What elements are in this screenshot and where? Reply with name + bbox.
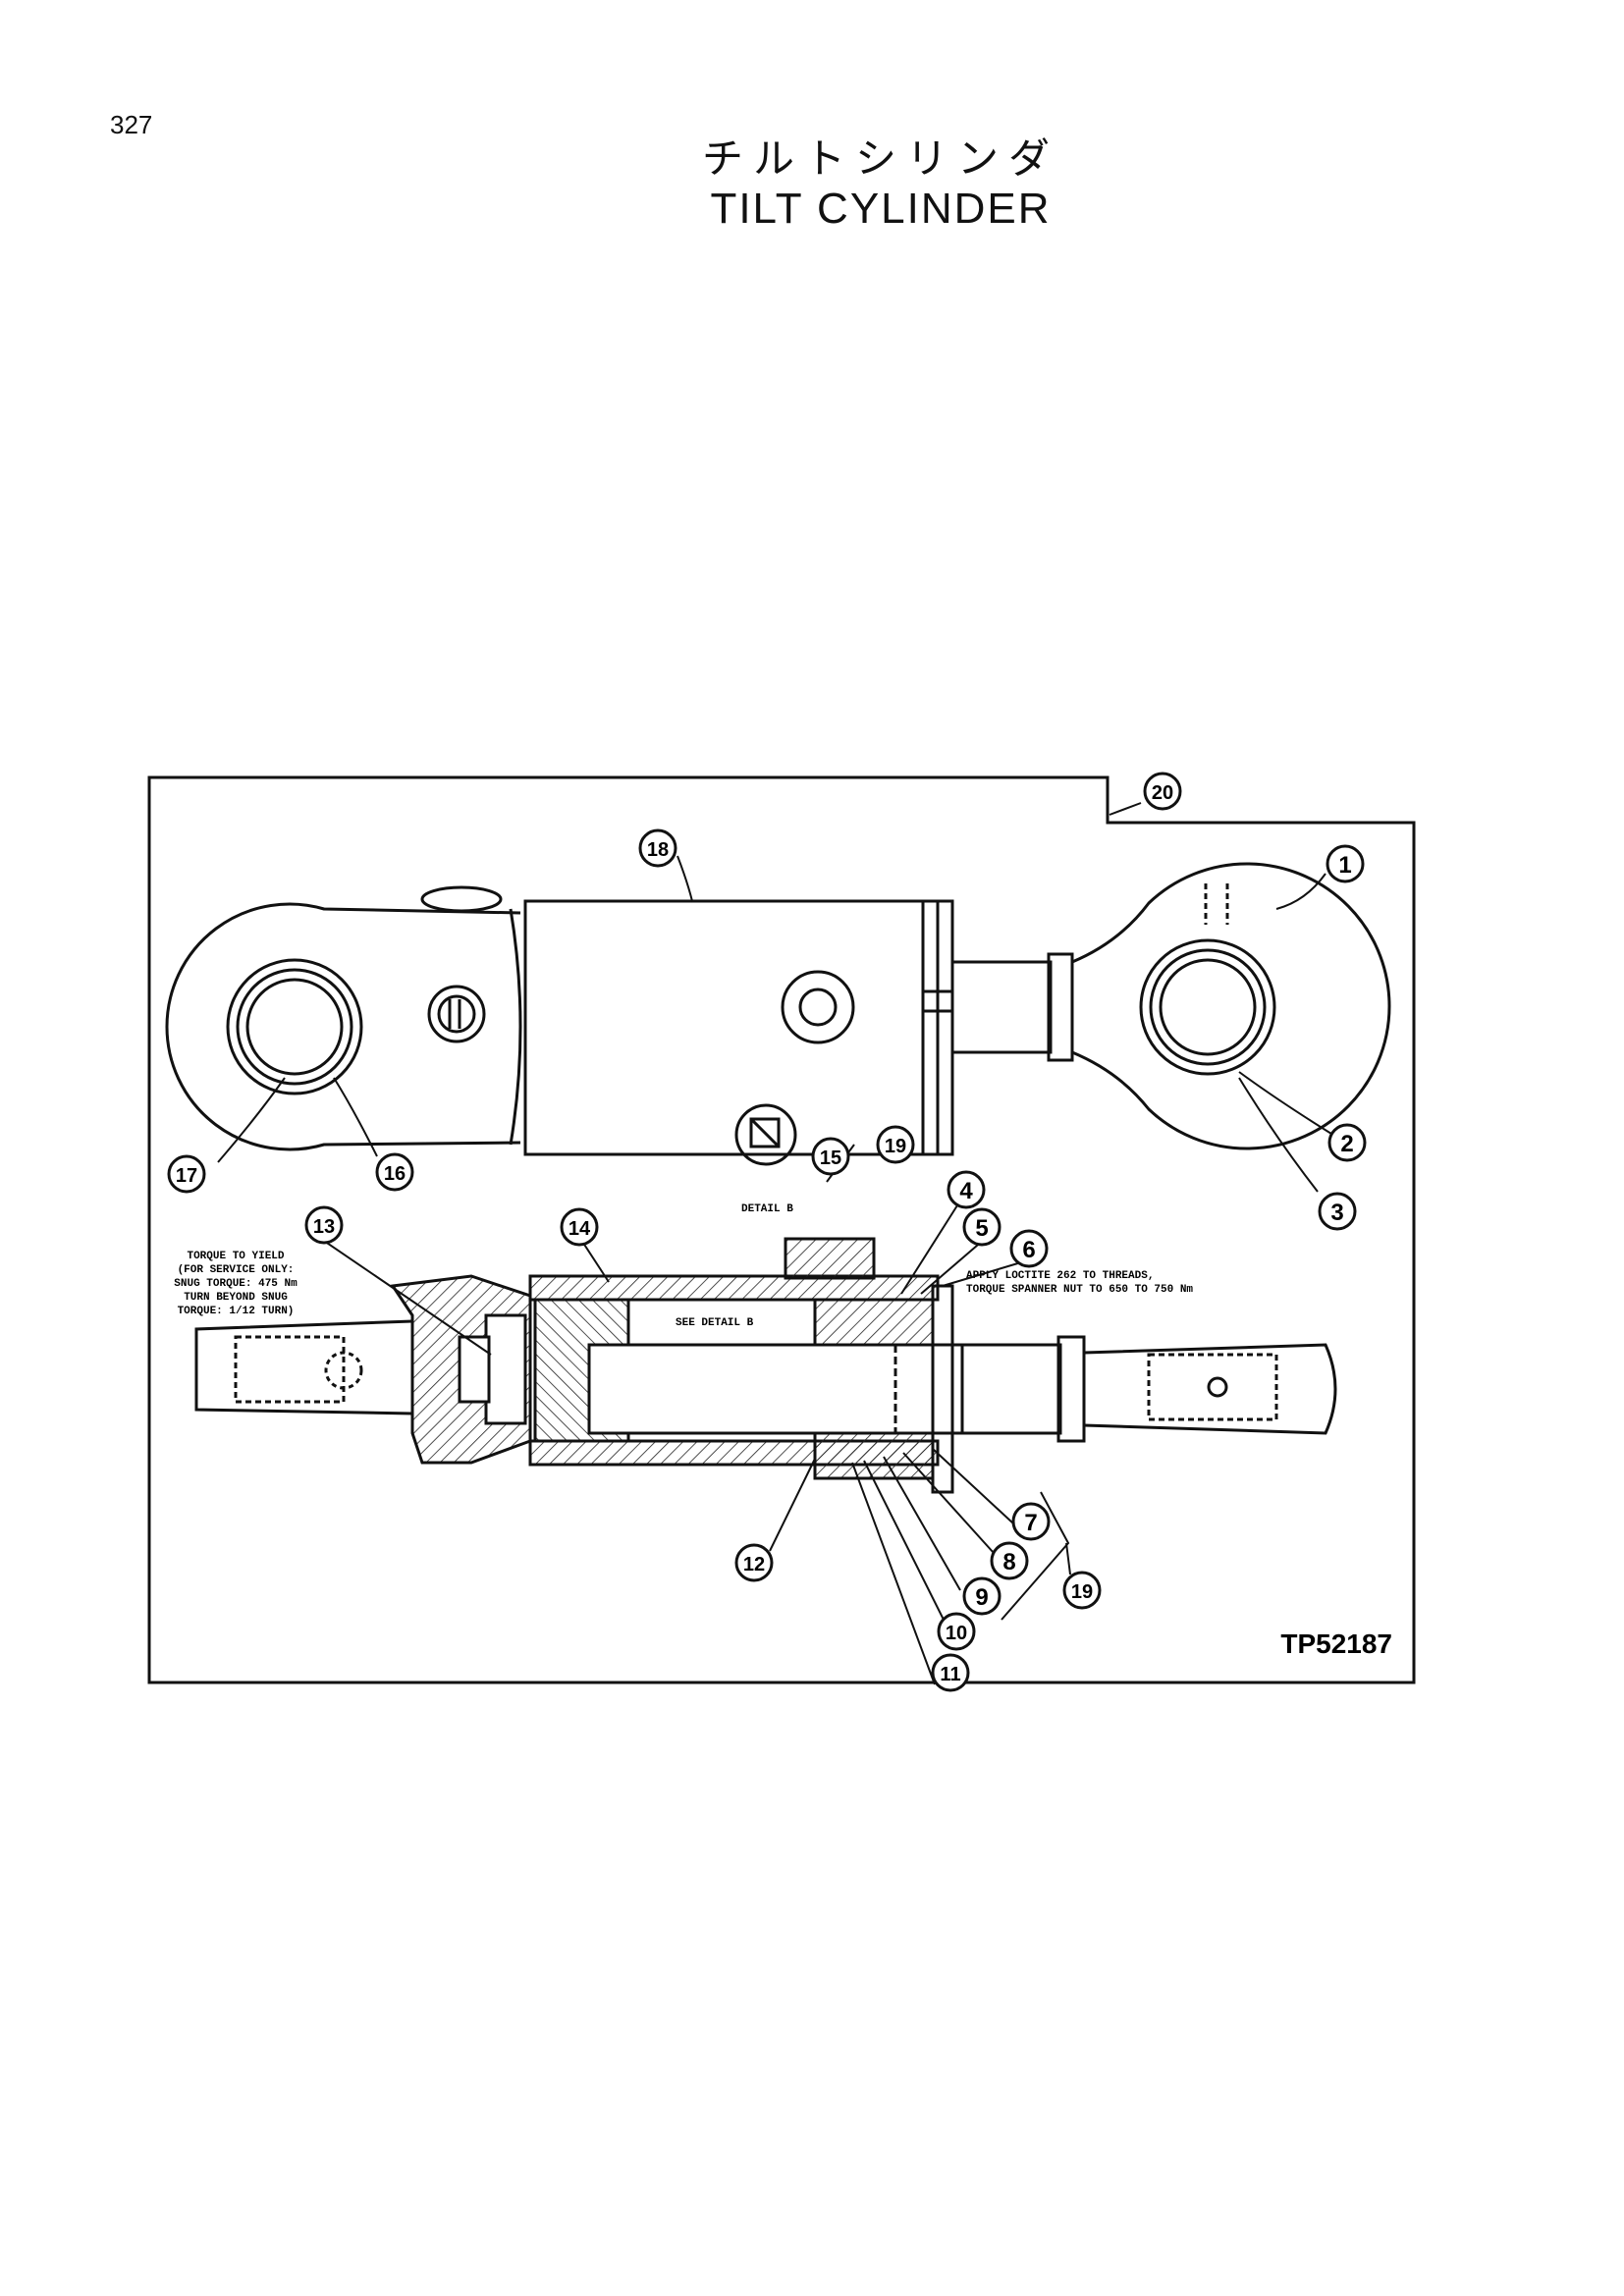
callout-1: 1 [1326, 844, 1365, 883]
svg-text:15: 15 [820, 1148, 841, 1169]
drawing-code: TP52187 [1280, 1629, 1392, 1659]
torque-note-left-line-1: TORQUE TO YIELD [187, 1251, 284, 1262]
page-number: 327 [110, 110, 153, 139]
cylinder-exterior-view [165, 862, 1391, 1156]
page-title-japanese: チルトシリンダ [701, 134, 1059, 183]
callout-4: 4 [947, 1170, 986, 1209]
callout-13: 13 [304, 1205, 344, 1245]
torque-note-left-line-3: SNUG TORQUE: 475 Nm [174, 1278, 298, 1290]
svg-text:17: 17 [176, 1165, 197, 1187]
svg-text:19: 19 [1071, 1581, 1093, 1603]
leader-lines [217, 802, 1332, 1685]
callout-19-top: 19 [876, 1125, 915, 1164]
svg-text:5: 5 [975, 1215, 988, 1242]
callout-6: 6 [1009, 1229, 1049, 1268]
svg-text:2: 2 [1340, 1131, 1353, 1157]
callout-3: 3 [1318, 1192, 1357, 1231]
callout-5: 5 [962, 1207, 1001, 1247]
svg-text:3: 3 [1330, 1200, 1343, 1226]
svg-text:13: 13 [313, 1216, 335, 1238]
callout-18: 18 [638, 828, 677, 868]
svg-text:11: 11 [940, 1664, 960, 1685]
detail-b-view [734, 1103, 797, 1166]
callout-17: 17 [167, 1154, 206, 1194]
see-detail-b-label: SEE DETAIL B [676, 1317, 754, 1329]
drawing-frame [147, 775, 1416, 1684]
svg-text:18: 18 [647, 839, 669, 861]
callout-14: 14 [560, 1207, 599, 1247]
svg-text:19: 19 [885, 1136, 906, 1157]
callout-19-bottom: 19 [1062, 1571, 1102, 1610]
torque-note-left-line-4: TURN BEYOND SNUG [184, 1292, 288, 1304]
svg-text:12: 12 [743, 1554, 765, 1575]
svg-text:20: 20 [1152, 782, 1173, 804]
callout-15: 15 [811, 1137, 850, 1176]
svg-text:4: 4 [959, 1178, 973, 1204]
torque-note-left-line-2: (FOR SERVICE ONLY: [178, 1264, 295, 1276]
callout-16: 16 [375, 1152, 414, 1192]
callout-10: 10 [937, 1612, 976, 1651]
callout-11: 11 [931, 1653, 970, 1692]
callout-7: 7 [1011, 1502, 1051, 1541]
svg-text:6: 6 [1022, 1237, 1035, 1263]
callout-2: 2 [1327, 1123, 1367, 1162]
torque-note-right-line-1: APPLY LOCTITE 262 TO THREADS, [966, 1270, 1154, 1282]
callout-12: 12 [734, 1543, 774, 1582]
torque-note-right: APPLY LOCTITE 262 TO THREADS, TORQUE SPA… [966, 1270, 1193, 1296]
svg-text:7: 7 [1024, 1510, 1037, 1536]
callout-20: 20 [1143, 772, 1182, 811]
svg-text:14: 14 [568, 1218, 591, 1240]
svg-text:8: 8 [1002, 1549, 1015, 1575]
torque-note-left-line-5: TORQUE: 1/12 TURN) [178, 1306, 295, 1317]
page-title-english: TILT CYLINDER [710, 185, 1052, 233]
svg-text:16: 16 [384, 1163, 406, 1185]
torque-note-left: TORQUE TO YIELD (FOR SERVICE ONLY: SNUG … [174, 1251, 298, 1317]
callout-9: 9 [962, 1576, 1001, 1616]
torque-note-right-line-2: TORQUE SPANNER NUT TO 650 TO 750 Nm [966, 1284, 1193, 1296]
callout-8: 8 [990, 1541, 1029, 1580]
svg-text:10: 10 [946, 1623, 967, 1644]
cylinder-section-view [194, 1237, 1337, 1494]
detail-b-label: DETAIL B [741, 1203, 793, 1215]
svg-text:1: 1 [1338, 852, 1351, 879]
svg-text:9: 9 [975, 1584, 988, 1611]
